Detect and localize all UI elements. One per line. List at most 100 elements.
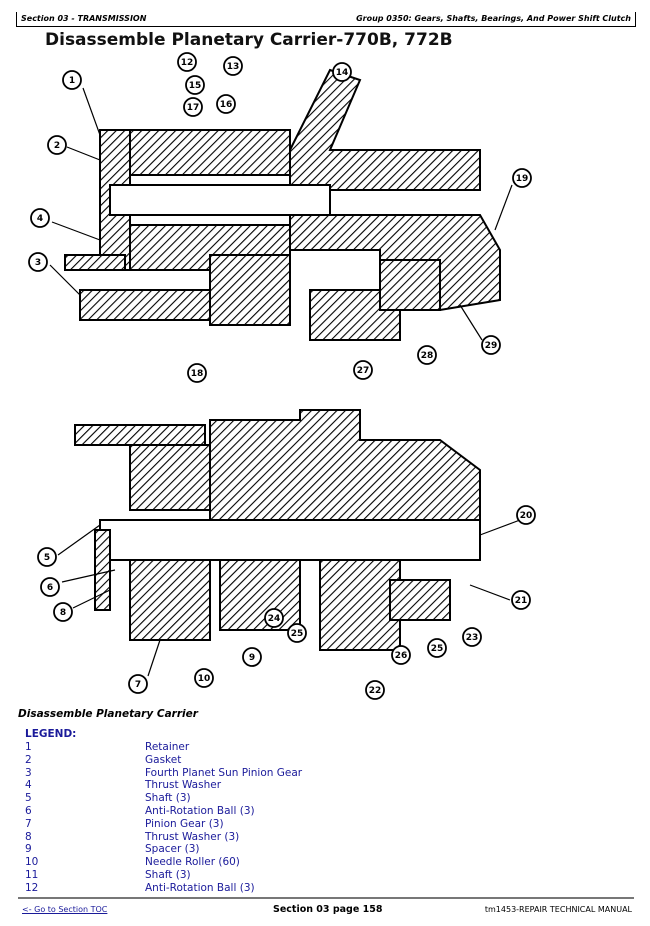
page-number: Section 03 page 158 [273, 904, 383, 915]
legend-label: Shaft (3) [145, 868, 191, 881]
svg-text:4: 4 [37, 214, 43, 224]
callout-4: 4 [30, 208, 50, 228]
legend-item: 5 Shaft (3) [25, 792, 302, 805]
legend-item: 12 Anti-Rotation Ball (3) [25, 882, 302, 895]
figure-caption: Disassemble Planetary Carrier [18, 708, 198, 720]
svg-text:19: 19 [516, 174, 529, 184]
legend-number: 1 [25, 741, 32, 753]
legend-label: Anti-Rotation Ball (3) [145, 804, 255, 817]
section-toc-link[interactable]: <- Go to Section TOC [22, 905, 108, 914]
legend-item: 9 Spacer (3) [25, 843, 302, 856]
legend-item: 1 Retainer [25, 741, 302, 754]
legend-number: 10 [25, 856, 39, 869]
legend-number: 5 [25, 792, 32, 805]
legend-label: Needle Roller (60) [145, 856, 240, 869]
callout-25: 25 [427, 638, 447, 658]
page-footer: <- Go to Section TOC Section 03 page 158… [18, 897, 634, 915]
callout-23: 23 [462, 627, 482, 647]
callout-9: 9 [242, 647, 262, 667]
svg-text:9: 9 [249, 653, 255, 663]
legend-label: Spacer (3) [145, 843, 200, 856]
legend-label: Thrust Washer (3) [145, 830, 240, 843]
legend-number: 7 [25, 817, 32, 830]
callout-28: 28 [417, 345, 437, 365]
callout-7: 7 [128, 674, 148, 694]
callout-24: 24 [264, 608, 284, 628]
legend-item: 2 Gasket [25, 754, 302, 767]
legend-label: Pinion Gear (3) [145, 817, 224, 830]
group-label: Group 0350: Gears, Shafts, Bearings, And… [356, 14, 631, 23]
legend-label: Gasket [145, 753, 182, 766]
callout-8: 8 [53, 602, 73, 622]
section-label: Section 03 - TRANSMISSION [21, 14, 147, 23]
legend-label: Retainer [145, 741, 190, 753]
page-title: Disassemble Planetary Carrier-770B, 772B [45, 30, 453, 50]
svg-text:29: 29 [485, 341, 498, 351]
legend-item: 10 Needle Roller (60) [25, 856, 302, 869]
legend-item: 11 Shaft (3) [25, 869, 302, 882]
page-header: Section 03 - TRANSMISSION Group 0350: Ge… [16, 12, 636, 27]
callout-19: 19 [512, 168, 532, 188]
callout-21: 21 [511, 590, 531, 610]
svg-text:15: 15 [189, 81, 202, 91]
callout-20: 20 [516, 505, 536, 525]
callout-27: 27 [353, 360, 373, 380]
svg-text:22: 22 [369, 686, 382, 696]
svg-text:3: 3 [35, 258, 41, 268]
legend-number: 12 [25, 881, 39, 894]
svg-text:21: 21 [515, 596, 528, 606]
legend-label: Anti-Rotation Ball (3) [145, 881, 255, 894]
callout-15: 15 [185, 75, 205, 95]
legend-number: 6 [25, 804, 32, 817]
svg-text:27: 27 [357, 366, 370, 376]
callout-14: 14 [332, 62, 352, 82]
callout-3: 3 [28, 252, 48, 272]
legend-number: 4 [25, 779, 32, 792]
callout-2: 2 [47, 135, 67, 155]
svg-text:13: 13 [227, 62, 240, 72]
callout-18: 18 [187, 363, 207, 383]
legend-item: 4 Thrust Washer [25, 779, 302, 792]
svg-text:24: 24 [268, 614, 281, 624]
svg-text:25: 25 [431, 644, 444, 654]
svg-text:20: 20 [520, 511, 533, 521]
svg-text:10: 10 [198, 674, 211, 684]
svg-text:12: 12 [181, 58, 194, 68]
callout-5: 5 [37, 547, 57, 567]
svg-text:2: 2 [54, 141, 60, 151]
callouts: 1 12 15 13 17 16 14 2 19 4 3 18 27 28 29… [28, 52, 536, 700]
legend-label: Fourth Planet Sun Pinion Gear [145, 766, 303, 779]
svg-text:18: 18 [191, 369, 204, 379]
callout-16: 16 [216, 94, 236, 114]
svg-text:7: 7 [135, 680, 141, 690]
callout-29: 29 [481, 335, 501, 355]
planetary-carrier-diagram: 1 12 15 13 17 16 14 2 19 4 3 18 27 28 29… [28, 52, 536, 700]
legend-label: Thrust Washer [145, 779, 222, 792]
callout-13: 13 [223, 56, 243, 76]
legend-label: Shaft (3) [145, 792, 191, 805]
legend-item: 6 Anti-Rotation Ball (3) [25, 805, 302, 818]
manual-name: tm1453-REPAIR TECHNICAL MANUAL [484, 905, 632, 914]
legend-number: 9 [25, 843, 32, 856]
svg-text:16: 16 [220, 100, 233, 110]
callout-26: 26 [391, 645, 411, 665]
svg-text:5: 5 [44, 553, 50, 563]
callout-10: 10 [194, 668, 214, 688]
callout-1: 1 [62, 70, 82, 90]
svg-text:17: 17 [187, 103, 200, 113]
legend-heading: LEGEND: [25, 728, 77, 740]
legend-item: 7 Pinion Gear (3) [25, 818, 302, 831]
svg-text:6: 6 [47, 583, 53, 593]
svg-text:26: 26 [395, 651, 408, 661]
callout-17: 17 [183, 97, 203, 117]
legend-number: 11 [25, 868, 39, 881]
callout-22: 22 [365, 680, 385, 700]
svg-text:14: 14 [336, 68, 349, 78]
callout-6: 6 [40, 577, 60, 597]
svg-text:1: 1 [69, 76, 75, 86]
legend-number: 2 [25, 753, 32, 766]
